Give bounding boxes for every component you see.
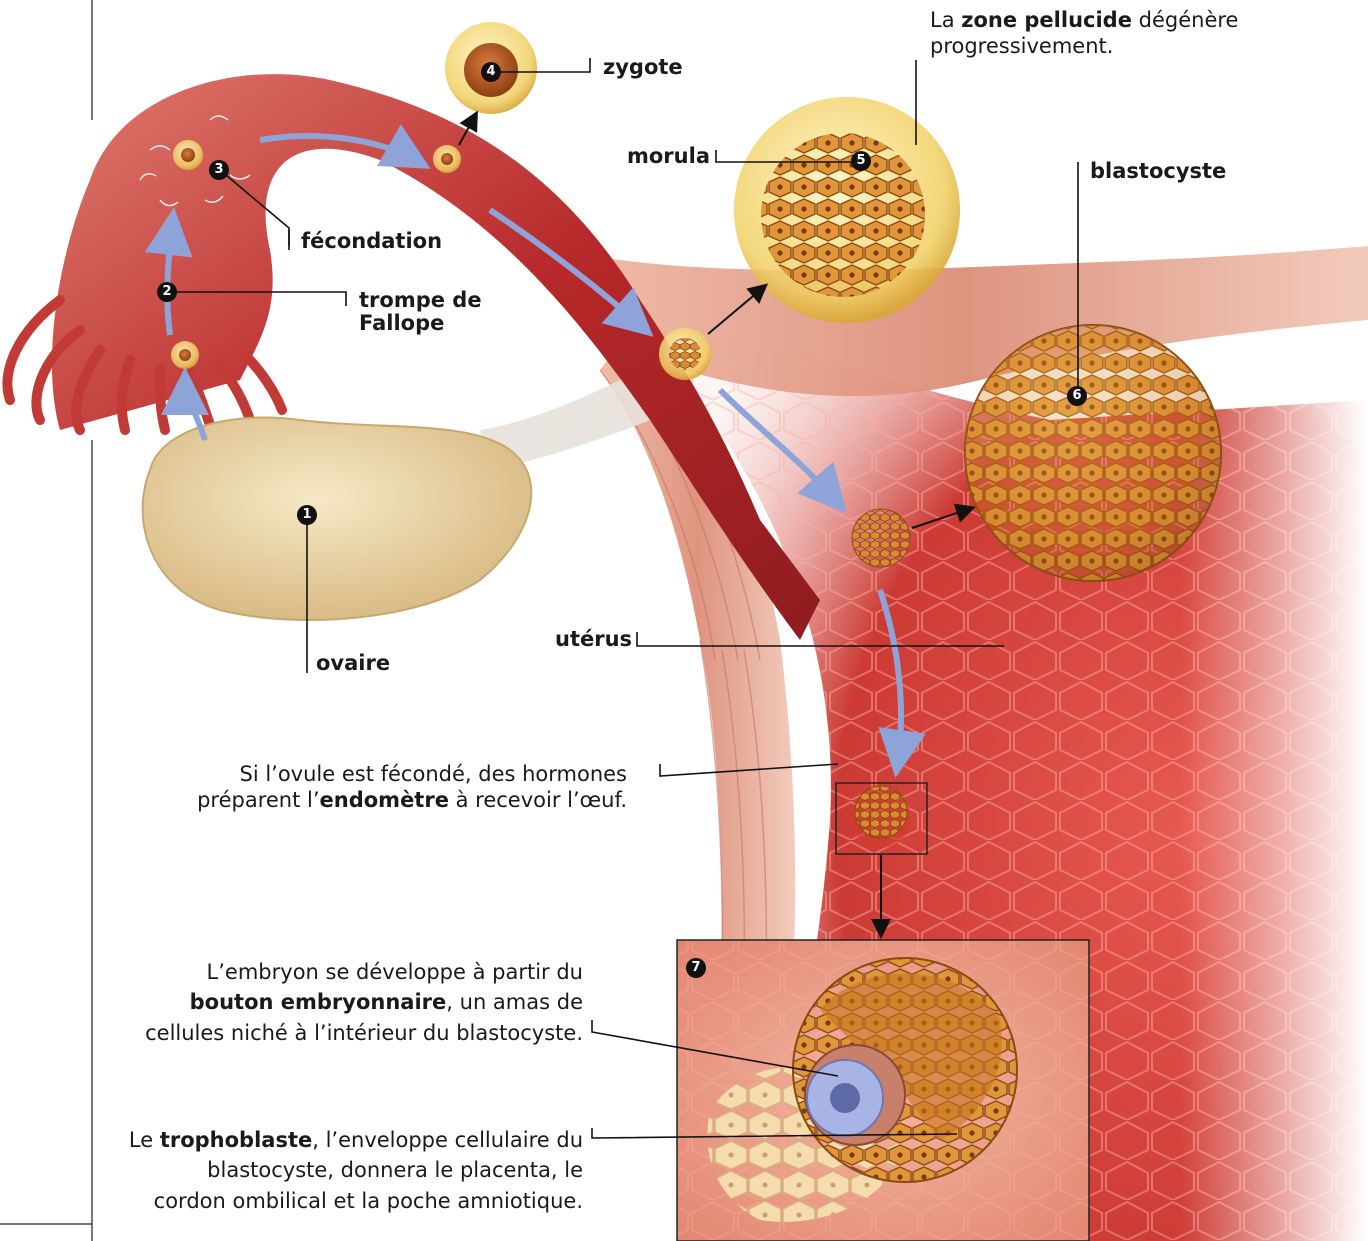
- zone-pellucide-suffix: dégénère: [1132, 8, 1239, 32]
- trompe-line1: trompe de: [359, 288, 482, 312]
- embryon-line3: cellules niché à l’intérieur du blastocy…: [145, 1021, 583, 1045]
- step-3-marker: 3: [209, 160, 229, 180]
- tropho-term: trophoblaste: [160, 1128, 312, 1152]
- step-7-marker: 7: [686, 958, 706, 978]
- step-2-marker: 2: [157, 282, 177, 302]
- morula-in-tube: [659, 328, 711, 380]
- label-zygote: zygote: [603, 55, 683, 81]
- zone-pellucide-line2: progressivement.: [930, 34, 1113, 58]
- step-6-marker: 6: [1067, 386, 1087, 406]
- ovary: [143, 417, 532, 620]
- endometre-line1: Si l’ovule est fécondé, des hormones: [239, 762, 627, 786]
- tropho-line3: cordon ombilical et la poche amniotique.: [154, 1189, 583, 1213]
- embryon-line2-suffix: , un amas de: [446, 990, 583, 1014]
- label-morula: morula: [627, 144, 710, 170]
- endometre-line2-prefix: préparent l’: [197, 788, 319, 812]
- zygote-in-tube: [433, 145, 461, 173]
- tropho-line2: blastocyste, donnera le placenta, le: [207, 1158, 583, 1182]
- tropho-line1-suffix: , l’enveloppe cellulaire du: [312, 1128, 583, 1152]
- zone-pellucide-term: zone pellucide: [961, 8, 1132, 32]
- blastocyst-illustration: [965, 325, 1221, 581]
- label-zone-pellucide: La zone pellucide dégénère progressiveme…: [930, 8, 1238, 59]
- step-5-marker: 5: [851, 151, 871, 171]
- label-bouton-embryonnaire: L’embryon se développe à partir du bouto…: [145, 957, 583, 1048]
- embryon-line1: L’embryon se développe à partir du: [207, 960, 583, 984]
- step-1-marker: 1: [297, 505, 317, 525]
- label-fecondation: fécondation: [301, 229, 442, 255]
- label-ovaire: ovaire: [316, 651, 390, 677]
- label-blastocyste: blastocyste: [1090, 159, 1226, 185]
- embryon-term: bouton embryonnaire: [190, 990, 447, 1014]
- trompe-line2: Fallope: [359, 311, 444, 335]
- endometre-term: endomètre: [320, 788, 449, 812]
- label-trophoblaste: Le trophoblaste, l’enveloppe cellulaire …: [129, 1125, 583, 1216]
- zone-pellucide-prefix: La: [930, 8, 961, 32]
- tropho-line1-prefix: Le: [129, 1128, 160, 1152]
- implantation-inset: [677, 940, 1089, 1241]
- step-4-marker: 4: [481, 62, 501, 82]
- morula-illustration: [734, 97, 960, 323]
- endometre-line2-suffix: à recevoir l’œuf.: [449, 788, 627, 812]
- label-trompe-de-fallope: trompe de Fallope: [359, 289, 482, 334]
- blastocyst-small: [852, 509, 910, 567]
- ovum-fertilization: [173, 140, 203, 170]
- label-endometre: Si l’ovule est fécondé, des hormones pré…: [197, 762, 627, 813]
- ovum-in-fimbria: [171, 341, 199, 369]
- label-uterus: utérus: [555, 627, 632, 653]
